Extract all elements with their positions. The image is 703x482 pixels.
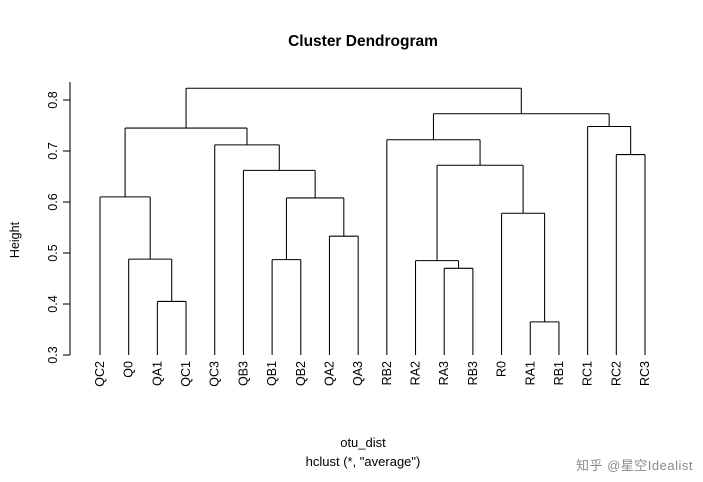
leaf-label-group: QC2 Q0 QA1 QC1 QC3 QB3 QB1 QB2 QA2 QA3 RB2 RA2 RA3 RB… (93, 361, 652, 387)
dendrogram-tree (99, 87, 646, 355)
leaf-label-qc3: QC3 (208, 361, 222, 387)
leaf-label-qa3: QA3 (351, 361, 365, 386)
leaf-label-ra2: RA2 (409, 361, 423, 385)
leaf-label-qa1: QA1 (150, 361, 164, 386)
leaf-label-rb1: RB1 (552, 361, 566, 385)
leaf-label-rc3: RC3 (638, 361, 652, 386)
leaf-label-qc2: QC2 (93, 361, 107, 387)
leaf-label-qb3: QB3 (236, 361, 250, 386)
leaf-label-qc1: QC1 (179, 361, 193, 387)
watermark: 知乎 @星空Idealist (576, 458, 693, 473)
leaf-label-rc1: RC1 (581, 361, 595, 386)
leaf-label-rb2: RB2 (380, 361, 394, 385)
leaf-label-rc2: RC2 (609, 361, 623, 386)
leaf-label-ra1: RA1 (523, 361, 537, 385)
y-axis-tick-label: 0.6 (46, 193, 60, 210)
y-axis: 0.8 0.7 0.6 0.5 0.4 0.3 (46, 82, 71, 364)
leaf-label-qa2: QA2 (322, 361, 336, 386)
page-title: Cluster Dendrogram (288, 33, 438, 50)
leaf-label-ra3: RA3 (437, 361, 451, 385)
y-axis-tick-label: 0.4 (46, 295, 60, 312)
y-axis-tick-label: 0.8 (46, 91, 60, 108)
y-axis-title: Height (8, 221, 22, 258)
leaf-label-qb2: QB2 (294, 361, 308, 386)
leaf-label-rb3: RB3 (466, 361, 480, 385)
y-axis-tick-label: 0.3 (46, 346, 60, 363)
leaf-label-qb1: QB1 (265, 361, 279, 386)
leaf-label-r0: R0 (495, 361, 509, 377)
leaf-label-q0: Q0 (122, 361, 136, 378)
method-caption: hclust (*, "average") (306, 454, 421, 469)
x-axis-title: otu_dist (340, 435, 386, 450)
y-axis-tick-label: 0.5 (46, 244, 60, 261)
y-axis-tick-label: 0.7 (46, 142, 60, 159)
